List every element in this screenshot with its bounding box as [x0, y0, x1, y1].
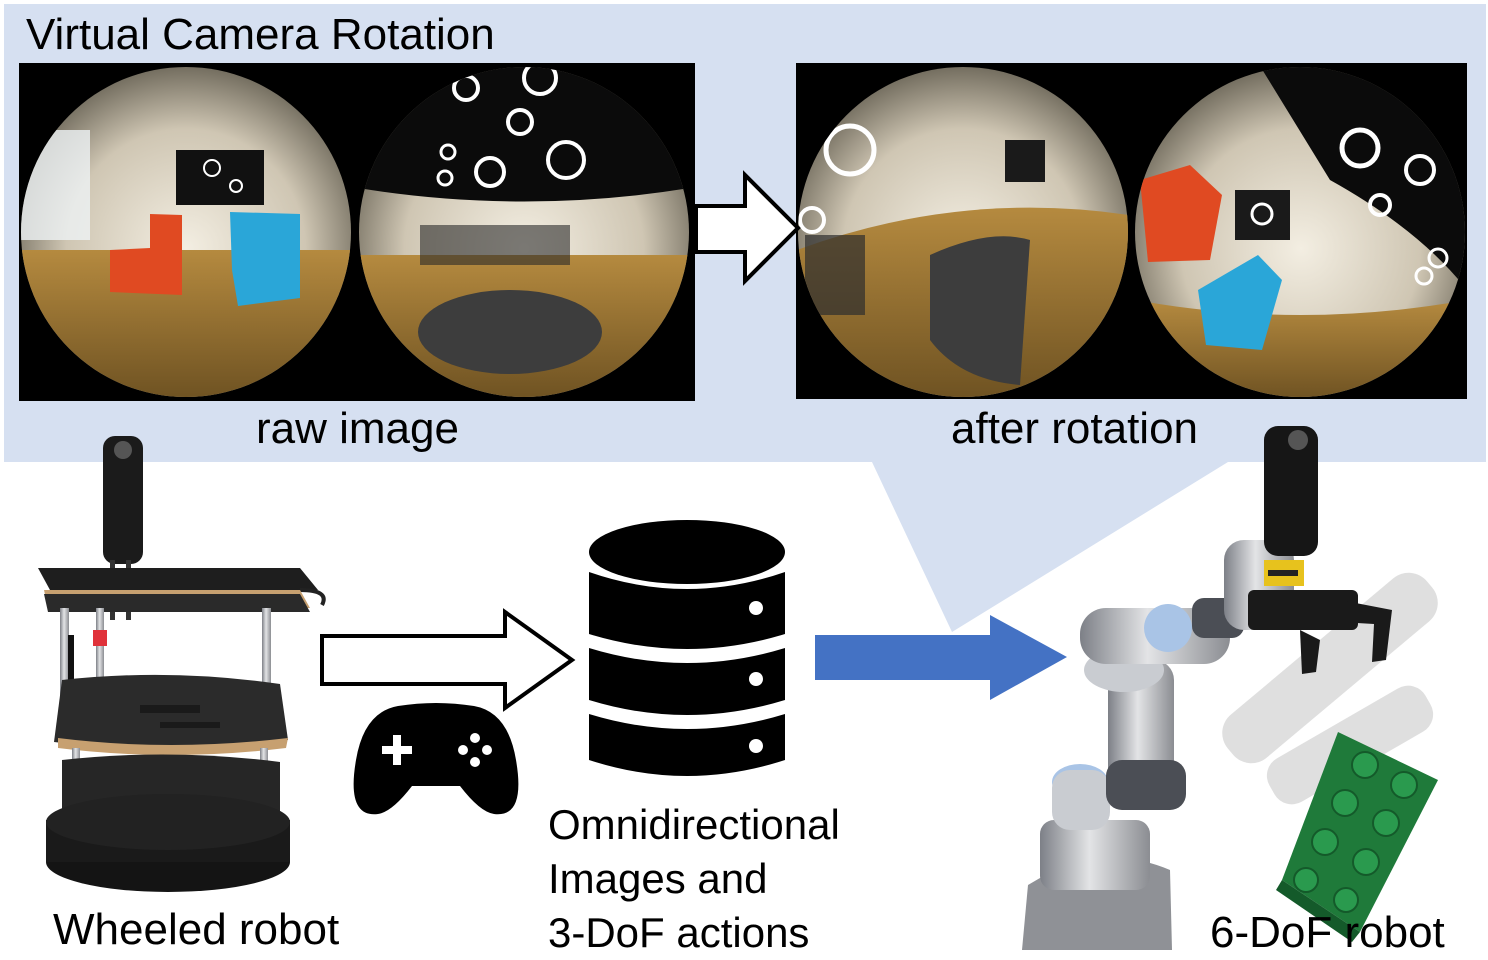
- dataset-caption-line2: Images and: [548, 855, 768, 902]
- raw-fisheye-right: [359, 67, 689, 397]
- database-icon: [589, 520, 785, 776]
- raw-image-caption: raw image: [256, 404, 459, 453]
- after-rotation-caption: after rotation: [951, 404, 1199, 453]
- green-brick: [1276, 732, 1438, 942]
- after-fisheye-left: [798, 67, 1128, 397]
- wheeled-robot-illustration: [38, 436, 326, 892]
- wheeled-robot-caption: Wheeled robot: [53, 905, 340, 954]
- transfer-arrow: [815, 615, 1067, 700]
- dataset-caption-line1: Omnidirectional: [548, 801, 840, 848]
- panel-title: Virtual Camera Rotation: [26, 10, 495, 59]
- collect-arrow: [320, 608, 576, 712]
- dataset-caption-line3: 3-DoF actions: [548, 909, 810, 956]
- dataset-caption: Omnidirectional Images and 3-DoF actions: [548, 798, 840, 960]
- after-fisheye-right: [1135, 67, 1465, 397]
- raw-image: [19, 63, 695, 401]
- gamepad-icon: [353, 703, 519, 815]
- six-dof-robot-caption: 6-DoF robot: [1210, 908, 1445, 957]
- rotation-arrow: [694, 170, 801, 286]
- after-rotation-image: [796, 63, 1467, 399]
- six-dof-robot-illustration: [1022, 426, 1438, 950]
